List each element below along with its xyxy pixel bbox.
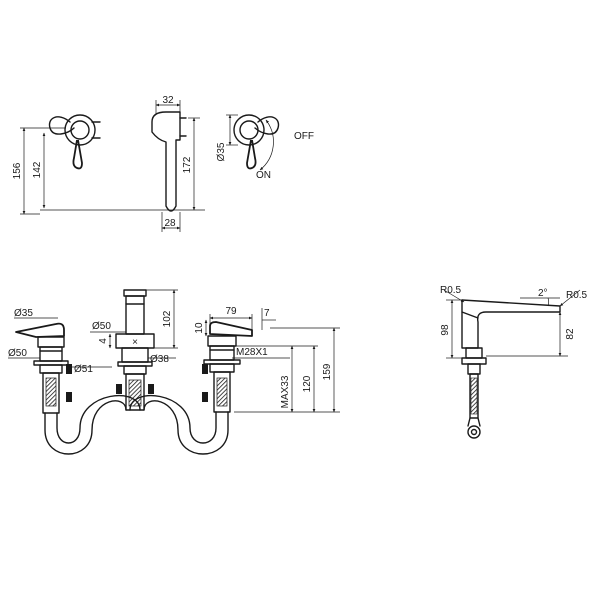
side-view: R0.5 2° R0.5 98 82 [440,285,588,439]
dim-total-height: 159 [322,363,333,380]
left-valve [15,322,72,414]
dim-height-right: 82 [565,328,576,340]
dim-thread: M28X1 [236,347,268,358]
dim-radius-left: R0.5 [440,285,462,296]
hoses [44,395,229,455]
dim-left-diameter-top: Ø35 [14,308,33,319]
right-valve [202,321,253,413]
dim-body-height: 120 [302,375,313,392]
dim-spout-height: 102 [162,310,173,327]
dim-lever-diameter: Ø35 [216,142,227,161]
dim-center-diameter-top: Ø50 [92,321,111,332]
dim-center-diameter-bottom: Ø38 [150,354,169,365]
center-valve: × [115,289,155,411]
label-off: OFF [294,131,314,142]
dim-lever-length: 79 [225,306,237,317]
front-view: × Ø [8,289,340,455]
dim-height-inner: 142 [32,161,43,178]
dim-lever-height: 10 [194,322,205,334]
dim-lever-tip: 7 [264,308,270,319]
dim-left-inner: Ø51 [74,364,93,375]
dim-width-bottom: 28 [164,218,176,229]
dim-left-diameter-bottom: Ø50 [8,348,27,359]
dim-height-outer: 156 [12,162,23,179]
dim-height-spout: 172 [182,156,193,173]
dim-angle: 2° [538,288,548,299]
dim-height-left: 98 [440,324,451,336]
right-handle-plan [233,114,280,171]
dim-width-top: 32 [162,95,174,106]
dim-center-gap: 4 [98,338,109,344]
spout-plan [151,111,187,212]
left-handle-plan [48,114,101,170]
dim-max: MAX33 [280,375,291,408]
svg-text:×: × [132,337,138,348]
top-view: 32 28 156 142 172 Ø35 OFF ON [12,95,314,232]
label-on: ON [256,170,271,181]
dim-radius-right: R0.5 [566,290,588,301]
